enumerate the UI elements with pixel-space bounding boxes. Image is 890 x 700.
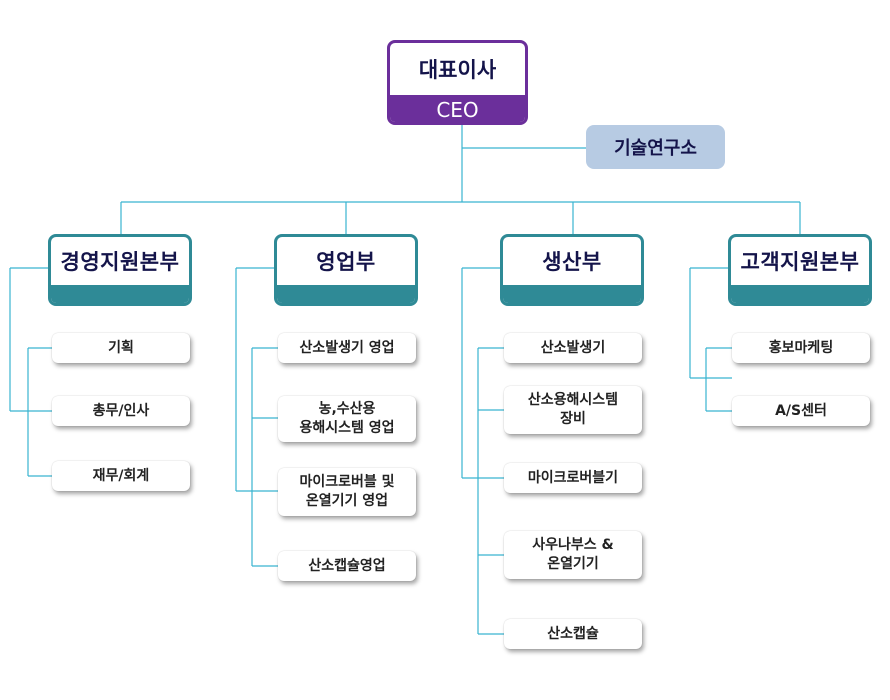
unit-microbubble-sales: 마이크로버블 및 온열기기 영업 — [278, 468, 416, 516]
dept-bar — [731, 285, 869, 303]
dept-bar — [51, 285, 189, 303]
ceo-subtitle: CEO — [390, 95, 525, 122]
ceo-box: 대표이사 CEO — [387, 40, 528, 125]
dept-name: 경영지원본부 — [60, 250, 180, 274]
dept-production: 생산부 — [500, 234, 644, 306]
dept-bar — [503, 285, 641, 303]
rnd-center-box: 기술연구소 — [586, 125, 725, 169]
unit-dissolving-system-equipment: 산소용해시스템 장비 — [504, 386, 642, 434]
unit-finance-accounting: 재무/회계 — [52, 461, 190, 491]
unit-oxygen-capsule: 산소캡슐 — [504, 619, 642, 649]
dept-name: 생산부 — [542, 250, 602, 274]
dept-name: 고객지원본부 — [740, 250, 860, 274]
dept-customer-support: 고객지원본부 — [728, 234, 872, 306]
unit-marketing: 홍보마케팅 — [732, 333, 870, 363]
unit-dissolving-system-sales: 농,수산용 용해시스템 영업 — [278, 396, 416, 442]
unit-general-affairs-hr: 총무/인사 — [52, 396, 190, 426]
unit-oxygen-generator: 산소발생기 — [504, 333, 642, 363]
dept-bar — [277, 285, 415, 303]
ceo-title: 대표이사 — [418, 58, 497, 82]
dept-name: 영업부 — [316, 250, 376, 274]
dept-management-support: 경영지원본부 — [48, 234, 192, 306]
unit-planning: 기획 — [52, 333, 190, 363]
dept-sales: 영업부 — [274, 234, 418, 306]
unit-oxygen-capsule-sales: 산소캡슐영업 — [278, 551, 416, 581]
unit-as-center: A/S센터 — [732, 396, 870, 426]
unit-oxygen-generator-sales: 산소발생기 영업 — [278, 333, 416, 363]
unit-microbubble: 마이크로버블기 — [504, 463, 642, 493]
unit-sauna-booth: 사우나부스 & 온열기기 — [504, 531, 642, 579]
